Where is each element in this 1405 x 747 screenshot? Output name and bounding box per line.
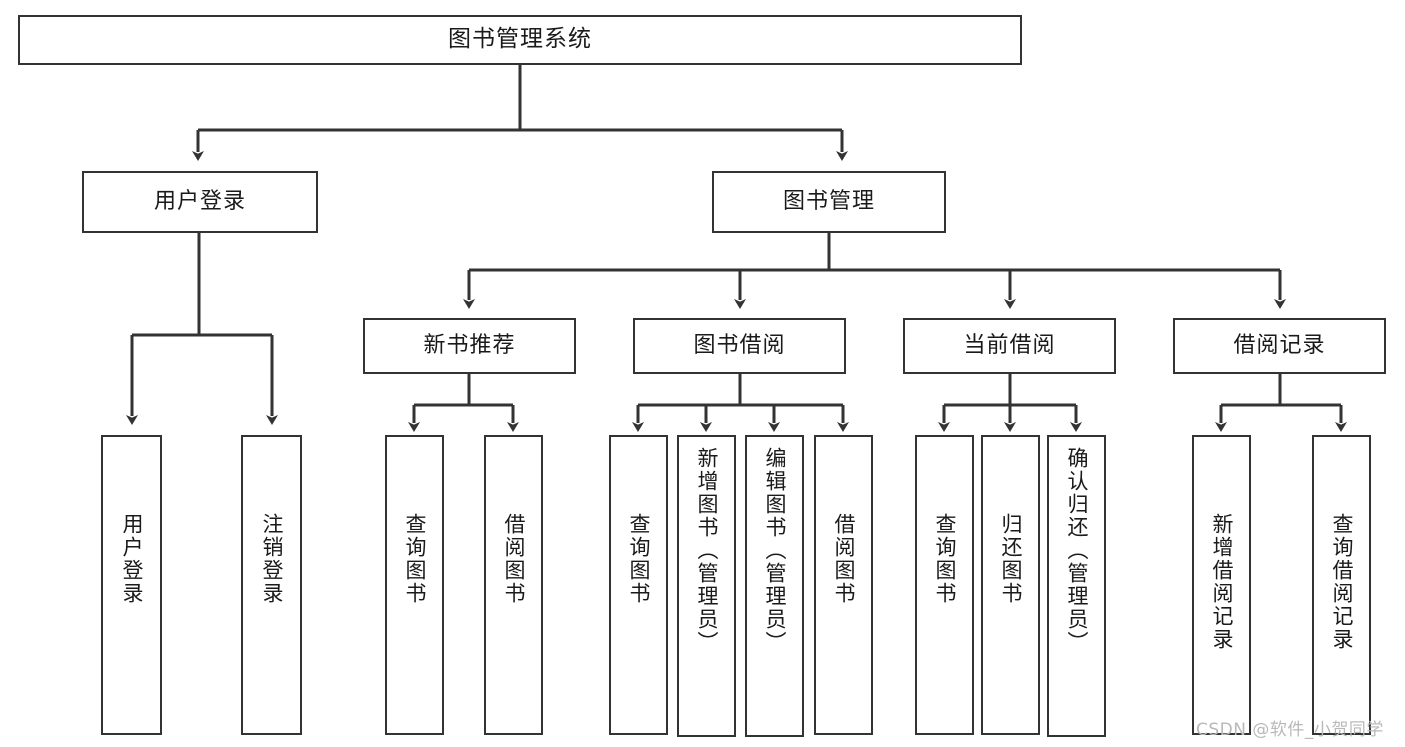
leaf-add-record[interactable]: 新增借阅记录	[1192, 435, 1251, 735]
leaf-confirm-return[interactable]: 确认归还（管理员）	[1047, 435, 1106, 737]
node-label: 新增借阅记录	[1210, 513, 1235, 651]
node-label: 归还图书	[999, 513, 1024, 605]
node-new-book-recommend[interactable]: 新书推荐	[363, 318, 576, 374]
leaf-query-book-1[interactable]: 查询图书	[385, 435, 444, 735]
node-book-borrow[interactable]: 图书借阅	[633, 318, 846, 374]
node-root-system[interactable]: 图书管理系统	[18, 15, 1022, 65]
node-label: 用户登录	[153, 188, 246, 214]
node-label: 借阅图书	[502, 513, 527, 605]
node-label: 图书管理	[782, 188, 875, 214]
node-label: 图书管理系统	[448, 26, 592, 53]
node-book-manage[interactable]: 图书管理	[712, 171, 946, 233]
node-label: 查询图书	[933, 513, 958, 605]
node-label: 新增图书（管理员）	[695, 447, 720, 654]
node-label: 确认归还（管理员）	[1065, 447, 1090, 654]
node-label: 查询借阅记录	[1330, 513, 1355, 651]
leaf-query-record[interactable]: 查询借阅记录	[1312, 435, 1371, 735]
leaf-user-login[interactable]: 用户登录	[101, 435, 162, 735]
node-label: 查询图书	[403, 513, 428, 605]
node-label: 图书借阅	[693, 332, 786, 358]
leaf-logout-login[interactable]: 注销登录	[241, 435, 302, 735]
node-label: 借阅记录	[1233, 332, 1326, 358]
csdn-watermark: CSDN @软件_小贺同学	[1196, 720, 1384, 740]
leaf-query-book-2[interactable]: 查询图书	[609, 435, 668, 735]
node-label: 用户登录	[120, 513, 145, 605]
leaf-add-book[interactable]: 新增图书（管理员）	[677, 435, 736, 737]
node-label: 借阅图书	[832, 513, 857, 605]
node-label: 查询图书	[627, 513, 652, 605]
leaf-borrow-book-1[interactable]: 借阅图书	[484, 435, 543, 735]
node-label: 新书推荐	[423, 332, 516, 358]
leaf-query-book-3[interactable]: 查询图书	[915, 435, 974, 735]
node-borrow-record[interactable]: 借阅记录	[1173, 318, 1386, 374]
node-label: 当前借阅	[963, 332, 1056, 358]
leaf-edit-book[interactable]: 编辑图书（管理员）	[745, 435, 804, 737]
node-label: 注销登录	[260, 513, 285, 605]
leaf-borrow-book-2[interactable]: 借阅图书	[814, 435, 873, 735]
node-label: 编辑图书（管理员）	[763, 447, 788, 654]
node-user-login[interactable]: 用户登录	[82, 171, 318, 233]
leaf-return-book[interactable]: 归还图书	[981, 435, 1040, 735]
node-current-borrow[interactable]: 当前借阅	[903, 318, 1116, 374]
